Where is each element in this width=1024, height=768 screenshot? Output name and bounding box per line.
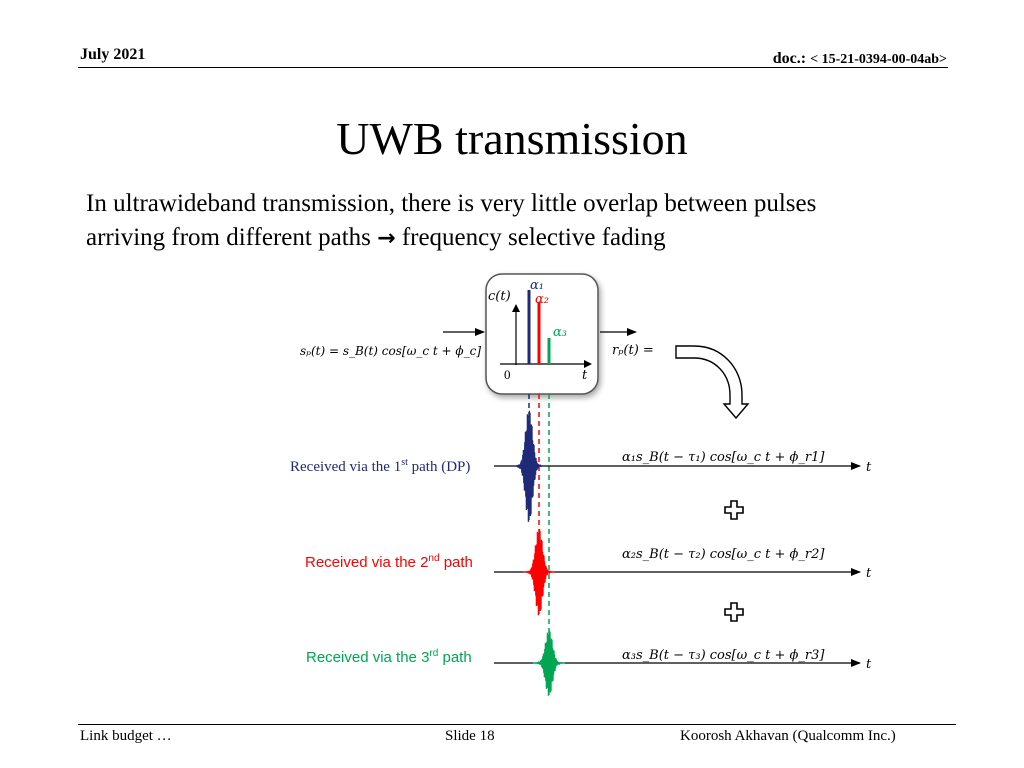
box-x-arrowhead — [584, 360, 592, 368]
path-3-label: Received via the 3rd path — [306, 648, 472, 666]
origin-label: 0 — [504, 367, 511, 382]
alpha-2-label: α₂ — [535, 292, 549, 307]
path-2-label: Received via the 2nd path — [305, 553, 473, 571]
footer-rule — [78, 724, 956, 725]
header-date: July 2021 — [80, 46, 146, 63]
path-3-equation: α₃s_B(t − τ₃) cos[ω_c t + ϕ_r3] — [622, 648, 825, 663]
pulse-2 — [523, 529, 555, 616]
t-label-3: t — [866, 657, 872, 672]
box-label: c(t) — [488, 289, 511, 304]
arrow-icon: → — [377, 226, 396, 251]
curved-arrow-icon — [675, 345, 750, 420]
footer-left: Link budget … — [80, 728, 172, 744]
alpha-1-label: α₁ — [530, 278, 544, 293]
slide-body: In ultrawideband transmission, there is … — [86, 187, 946, 256]
slide-title: UWB transmission — [336, 113, 688, 164]
pulse-1 — [513, 410, 545, 522]
path-1-label: Received via the 1st path (DP) — [290, 457, 470, 475]
input-equation: sₚ(t) = s_B(t) cos[ω_c t + ϕ_c] — [300, 344, 481, 358]
footer-author: Koorosh Akhavan (Qualcomm Inc.) — [680, 728, 896, 744]
header-doc-id: doc.: < 15-21-0394-00-04ab> — [773, 50, 947, 68]
doc-number: < 15-21-0394-00-04ab> — [810, 52, 947, 67]
body-line-2: arriving from different paths → frequenc… — [86, 224, 666, 251]
output-equation: rₚ(t) = — [612, 343, 654, 358]
pulse-3 — [533, 630, 565, 696]
doc-prefix: doc.: — [772, 50, 807, 67]
body-line-1: In ultrawideband transmission, there is … — [86, 190, 817, 217]
box-t-label: t — [582, 368, 588, 383]
plus-icon-2 — [724, 602, 744, 622]
header-rule — [78, 67, 948, 68]
plus-icon-1 — [724, 500, 744, 520]
footer-slide-number: Slide 18 — [445, 728, 495, 744]
box-y-arrowhead — [512, 304, 520, 312]
t-label-1: t — [866, 460, 872, 475]
path-2-equation: α₂s_B(t − τ₂) cos[ω_c t + ϕ_r2] — [622, 547, 825, 562]
t-label-2: t — [866, 566, 872, 581]
alpha-3-label: α₃ — [553, 325, 567, 340]
path-1-equation: α₁s_B(t − τ₁) cos[ω_c t + ϕ_r1] — [622, 450, 825, 465]
